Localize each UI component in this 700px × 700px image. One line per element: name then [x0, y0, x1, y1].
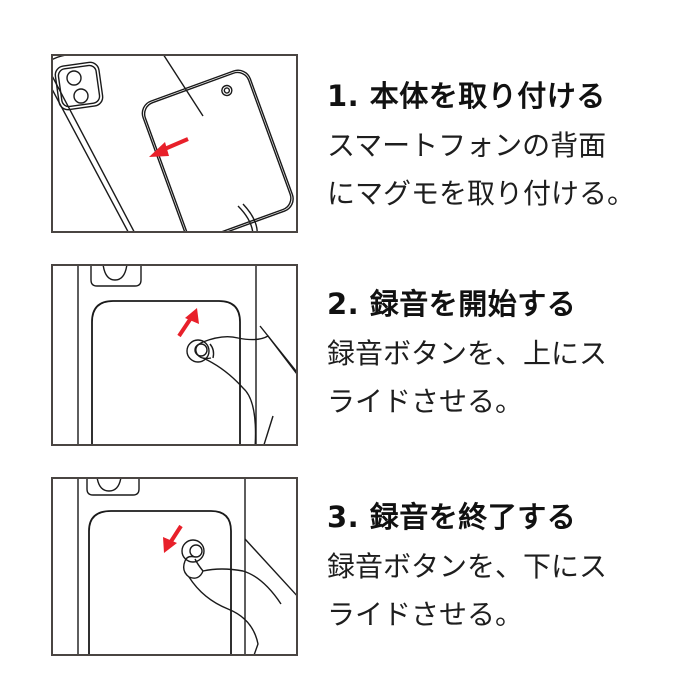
illustration-attach-device [51, 54, 298, 233]
step-3-desc-line2: ライドさせる。 [327, 598, 524, 631]
step-1-desc-line1: スマートフォンの背面 [327, 129, 607, 162]
arrow-up-right-icon [177, 308, 199, 338]
step-3-desc-line1: 録音ボタンを、下にス [327, 550, 608, 583]
step-3-title: 3. 録音を終了する [327, 500, 577, 534]
arrow-down-left-icon [149, 137, 189, 157]
step-2-desc-line2: ライドさせる。 [327, 385, 524, 418]
step-2-title: 2. 録音を開始する [327, 287, 577, 321]
step-1-title: 1. 本体を取り付ける [327, 79, 606, 113]
step-1-text: 1. 本体を取り付ける スマートフォンの背面 にマグモを取り付ける。 [327, 76, 667, 218]
illustration-slide-up [51, 264, 298, 446]
step-2-desc-line1: 録音ボタンを、上にス [327, 337, 608, 370]
step-3-text: 3. 録音を終了する 録音ボタンを、下にス ライドさせる。 [327, 497, 667, 639]
slide-up-illustration [77, 266, 296, 444]
slide-down-illustration [77, 479, 296, 654]
step-2-text: 2. 録音を開始する 録音ボタンを、上にス ライドさせる。 [327, 284, 667, 426]
step-1-desc-line2: にマグモを取り付ける。 [327, 177, 636, 210]
illustration-slide-down [51, 477, 298, 656]
phone-attach-illustration [53, 56, 294, 231]
arrow-down-left-icon [163, 524, 183, 553]
